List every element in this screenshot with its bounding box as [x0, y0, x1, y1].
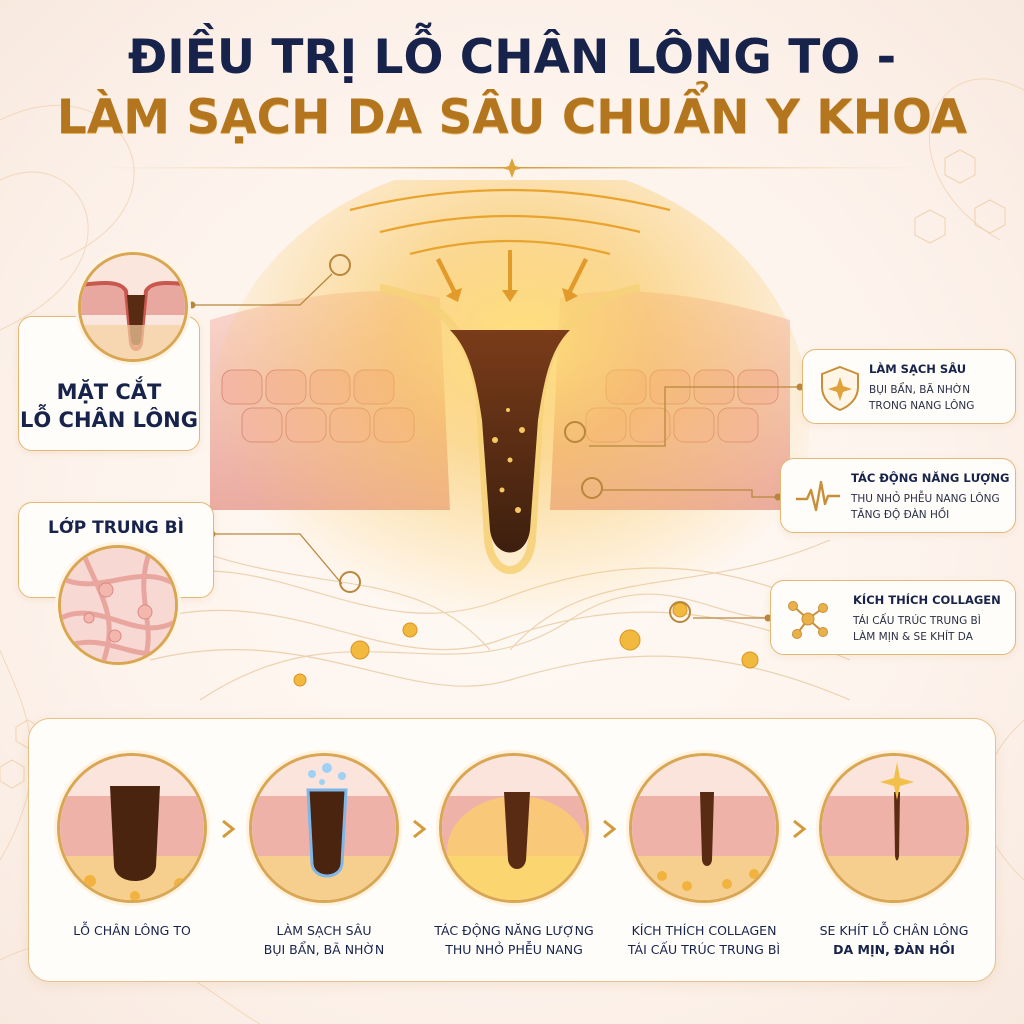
step-4-label-line-1: KÍCH THÍCH COLLAGEN — [631, 923, 777, 938]
step-4-label-line-2: TÁI CẤU TRÚC TRUNG BÌ — [627, 942, 781, 957]
molecule-icon — [788, 601, 828, 639]
pulse-wave-icon — [796, 480, 840, 512]
collagen-stimulation-drawing — [632, 756, 776, 900]
step-2-label-line-1: LÀM SẠCH SÂU — [276, 923, 372, 938]
feature-2-desc: THU NHỎ PHỄU NANG LÔNG TĂNG ĐỘ ĐÀN HỒI — [851, 491, 1000, 523]
title-divider — [96, 158, 928, 178]
cross-section-title-line-1: MẶT CẮT — [56, 380, 162, 404]
step-5-label-line-1: SE KHÍT LỖ CHÂN LÔNG — [819, 923, 969, 938]
step-1-image — [57, 753, 207, 903]
feature-3-desc-line-2: LÀM MỊN & SE KHÍT DA — [853, 631, 973, 643]
feature-1-desc-line-2: TRONG NANG LÔNG — [869, 400, 975, 412]
tightened-pore-drawing — [822, 756, 966, 900]
pore-closeup-image — [78, 252, 188, 362]
chevron-right-icon — [793, 819, 807, 839]
feature-1-desc-line-1: BỤI BẨN, BÃ NHỜN — [869, 384, 971, 396]
feature-2-desc-line-2: TĂNG ĐỘ ĐÀN HỒI — [851, 509, 950, 521]
shield-sparkle-icon — [821, 365, 859, 412]
step-1-label-line-1: LỖ CHÂN LÔNG TO — [73, 923, 191, 938]
feature-1-title: LÀM SẠCH SÂU — [869, 362, 967, 376]
step-2-image — [249, 753, 399, 903]
step-2-label-line-2: BỤI BẨN, BÃ NHỜN — [263, 942, 385, 957]
chevron-right-icon — [222, 819, 236, 839]
dermis-closeup-drawing — [61, 548, 175, 662]
title-line-1: ĐIỀU TRỊ LỖ CHÂN LÔNG TO - — [127, 30, 897, 85]
step-3-label-line-1: TÁC ĐỘNG NĂNG LƯỢNG — [434, 923, 594, 938]
step-5-image — [819, 753, 969, 903]
step-5-label-line-2: DA MỊN, ĐÀN HỒI — [833, 942, 955, 957]
chevron-right-icon — [603, 819, 617, 839]
cross-section-title: MẶT CẮT LỖ CHÂN LÔNG — [18, 378, 200, 434]
energy-impact-drawing — [442, 756, 586, 900]
deep-cleansing-drawing — [252, 756, 396, 900]
feature-1-desc: BỤI BẨN, BÃ NHỜN TRONG NANG LÔNG — [869, 382, 974, 414]
feature-2-desc-line-1: THU NHỎ PHỄU NANG LÔNG — [851, 493, 1000, 505]
feature-deep-cleansing: LÀM SẠCH SÂU BỤI BẨN, BÃ NHỜN TRONG NANG… — [802, 349, 1016, 424]
step-3-label-line-2: THU NHỎ PHỄU NANG — [445, 942, 583, 957]
pore-cross-section-illustration — [150, 180, 850, 701]
feature-energy-impact: TÁC ĐỘNG NĂNG LƯỢNG THU NHỎ PHỄU NANG LÔ… — [780, 458, 1016, 533]
step-5-label: SE KHÍT LỖ CHÂN LÔNG DA MỊN, ĐÀN HỒI — [804, 921, 984, 959]
large-pore-drawing — [60, 756, 204, 900]
chevron-right-icon — [413, 819, 427, 839]
pore-closeup-drawing — [81, 255, 185, 359]
step-4-image — [629, 753, 779, 903]
feature-collagen-stimulation: KÍCH THÍCH COLLAGEN TÁI CẤU TRÚC TRUNG B… — [770, 580, 1016, 655]
step-4-label: KÍCH THÍCH COLLAGEN TÁI CẤU TRÚC TRUNG B… — [614, 921, 794, 959]
step-1-label: LỖ CHÂN LÔNG TO — [42, 921, 222, 940]
step-3-image — [439, 753, 589, 903]
feature-2-title: TÁC ĐỘNG NĂNG LƯỢNG — [851, 471, 1010, 485]
title-line-2: LÀM SẠCH DA SÂU CHUẨN Y KHOA — [56, 90, 968, 145]
step-2-label: LÀM SẠCH SÂU BỤI BẨN, BÃ NHỜN — [234, 921, 414, 959]
feature-3-desc-line-1: TÁI CẤU TRÚC TRUNG BÌ — [853, 615, 981, 627]
cross-section-title-line-2: LỖ CHÂN LÔNG — [20, 408, 198, 432]
feature-3-desc: TÁI CẤU TRÚC TRUNG BÌ LÀM MỊN & SE KHÍT … — [853, 613, 981, 645]
feature-3-title: KÍCH THÍCH COLLAGEN — [853, 593, 1001, 607]
dermis-closeup-image — [58, 545, 178, 665]
dermis-title: LỚP TRUNG BÌ — [48, 518, 184, 538]
treatment-steps-panel: LỖ CHÂN LÔNG TO LÀM SẠCH SÂU BỤI BẨN, BÃ… — [28, 718, 996, 982]
step-3-label: TÁC ĐỘNG NĂNG LƯỢNG THU NHỎ PHỄU NANG — [424, 921, 604, 959]
